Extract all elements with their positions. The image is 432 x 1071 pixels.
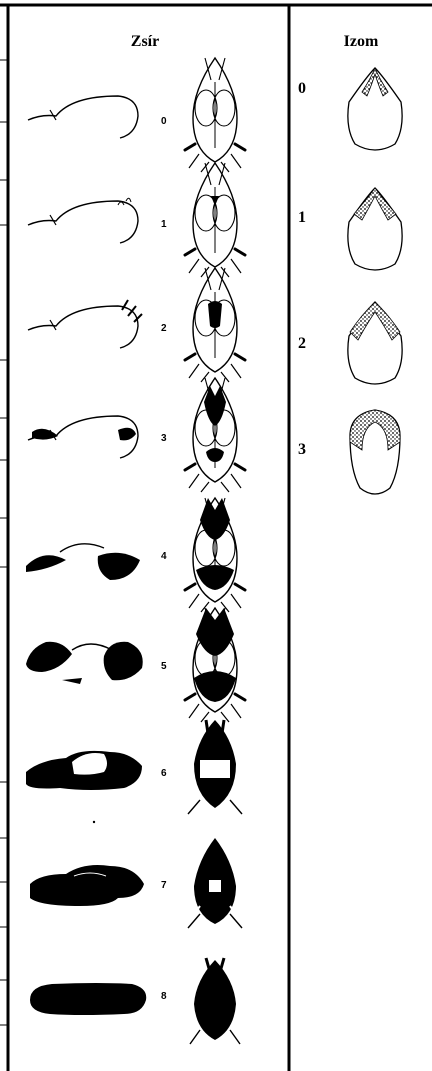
- fat-ventral-view-7: [188, 838, 242, 928]
- fat-side-view-7: [30, 865, 144, 906]
- fat-ventral-view-4: [185, 498, 245, 612]
- fat-ventral-view-5: [185, 608, 245, 722]
- fat-ventral-view-0: [185, 58, 245, 172]
- muscle-section-2: [348, 302, 402, 384]
- fat-ventral-view-3: [185, 378, 245, 492]
- fat-side-view-0: [28, 96, 138, 138]
- fat-ventral-view-6: [184, 720, 246, 814]
- fat-side-view-5: [26, 642, 143, 684]
- fat-side-view-2: [28, 300, 142, 348]
- fat-ventral-view-8: [190, 958, 240, 1044]
- muscle-section-1: [348, 188, 402, 270]
- fat-side-view-8: [30, 983, 146, 1015]
- fat-side-view-3: [28, 416, 138, 458]
- fat-side-view-1: [28, 198, 138, 243]
- fat-ventral-view-1: [185, 163, 245, 277]
- muscle-section-3: [350, 410, 400, 494]
- muscle-section-0: [348, 68, 402, 150]
- fat-side-view-6: [26, 751, 142, 790]
- fat-ventral-view-2: [185, 268, 245, 382]
- fat-side-view-4: [26, 544, 140, 580]
